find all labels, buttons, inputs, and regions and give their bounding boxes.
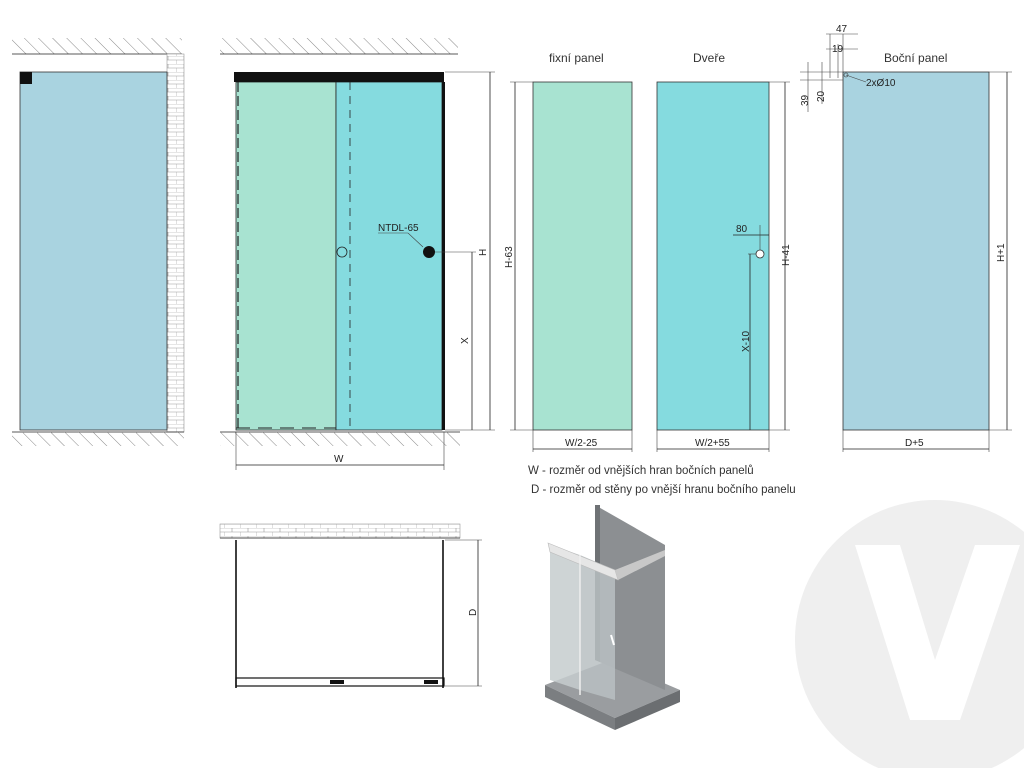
dim-80: 80 [736,224,748,235]
fixed-panel-part: fixní panel H-63 W/2-25 [504,51,633,452]
dim-W2-25: W/2-25 [565,438,598,449]
dim-holes: 2xØ10 [866,78,896,89]
door-part: Dveře 80 X-10 H-41 W/2+55 [656,51,792,452]
side-panel-part: Boční panel 47 19 2xØ10 39 20 H+1 D+5 [800,24,1012,452]
enclosure-3d-render [545,505,680,730]
side-panel-glass [19,71,168,431]
dim-H1: H+1 [996,243,1007,262]
dim-H63: H-63 [504,246,515,268]
dim-X-10: X-10 [741,330,752,352]
dim-39: 39 [800,94,811,106]
fixed-panel-front [235,81,337,431]
handle-knob [423,246,435,258]
knob-outline [336,246,348,258]
dim-H41: H-41 [781,244,792,266]
handle-code-label: NTDL-65 [378,223,419,234]
dim-D: D [468,609,479,616]
fixed-panel-title: fixní panel [549,51,604,65]
top-rail [234,72,444,82]
floor-hatch [12,432,184,446]
dim-W2-55: W/2+55 [695,438,730,449]
front-view-elevation: NTDL-65 H X W [220,38,495,470]
dim-W: W [334,454,344,465]
plan-view: D [219,523,482,688]
door-title: Dveře [693,51,725,65]
d-note: D - rozměr od stěny po vnější hranu bočn… [531,484,796,496]
side-view-elevation [12,38,185,446]
side-panel-title: Boční panel [884,51,947,65]
dim-D5: D+5 [905,438,924,449]
door-front [335,81,443,431]
w-note: W - rozměr od vnějších hran bočních pane… [528,465,754,477]
brand-logo-watermark [795,500,1024,768]
dim-47: 47 [836,24,848,35]
wall-brick [166,53,185,433]
dim-X: X [460,337,471,344]
dim-20: 20 [816,90,827,102]
dim-H: H [478,249,489,256]
top-profile-end [20,72,32,84]
ceiling-hatch [12,38,182,54]
